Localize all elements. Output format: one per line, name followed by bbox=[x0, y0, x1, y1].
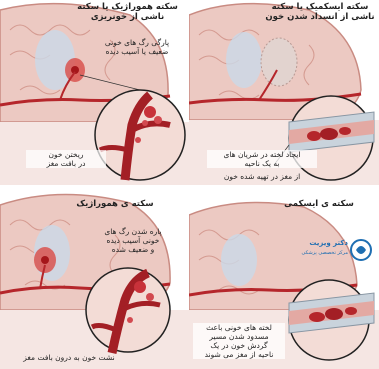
panel-title: سکته ایسکمیک یا سکته ناشی از انسداد شدن … bbox=[264, 2, 376, 22]
vessel-rupture-label: پارگی رگ های خونی ضعیف یا آسیب دیده bbox=[88, 38, 186, 56]
panel-title: سکته هموراژیک یا سکته ناشی از خونریزی bbox=[70, 2, 185, 22]
ventricle bbox=[226, 32, 262, 88]
ischemic-area bbox=[261, 38, 297, 86]
clot-label: لخته های خونی باعث مسدود شدن مسیر گردش خ… bbox=[193, 323, 285, 359]
clot-label: ایجاد لخته در شریان های به یک ناحیه bbox=[207, 150, 317, 168]
panel-ischemic-bottom: سکته ی ایسکمی دکتر ویزیت مرکز تخصصی پزشک… bbox=[189, 185, 379, 369]
panel-ischemic-top: سکته ایسکمیک یا سکته ناشی از انسداد شدن … bbox=[189, 0, 379, 185]
logo-subtitle: مرکز تخصصی پزشکی bbox=[294, 250, 348, 256]
ventricle bbox=[221, 234, 257, 286]
logo-icon bbox=[350, 239, 372, 261]
clinic-logo: دکتر ویزیت مرکز تخصصی پزشکی bbox=[294, 237, 372, 265]
hemorrhagic-illustration bbox=[0, 185, 190, 369]
logo-text: دکتر ویزیت bbox=[294, 239, 348, 248]
panel-title: سکته ی هموراژیک bbox=[60, 199, 170, 209]
panel-title: سکته ی ایسکمی bbox=[269, 199, 369, 209]
bleed-label: ریختن خون در بافت مغز bbox=[26, 150, 106, 168]
panel-hemorrhagic-bottom: سکته ی هموراژیک پاره شدن رگ های خونی آسی… bbox=[0, 185, 190, 369]
magnified-view bbox=[86, 268, 170, 352]
panel-hemorrhagic-top: سکته هموراژیک یا سکته ناشی از خونریزی پا… bbox=[0, 0, 190, 185]
vessel-rupture-label: پاره شدن رگ های خونی آسیب دیده و ضعیف شد… bbox=[88, 227, 178, 254]
blocked-supply-label: از مغز در تهیه شده خون bbox=[207, 172, 317, 181]
bleed-label: نشت خون به درون بافت مغز bbox=[4, 353, 134, 362]
